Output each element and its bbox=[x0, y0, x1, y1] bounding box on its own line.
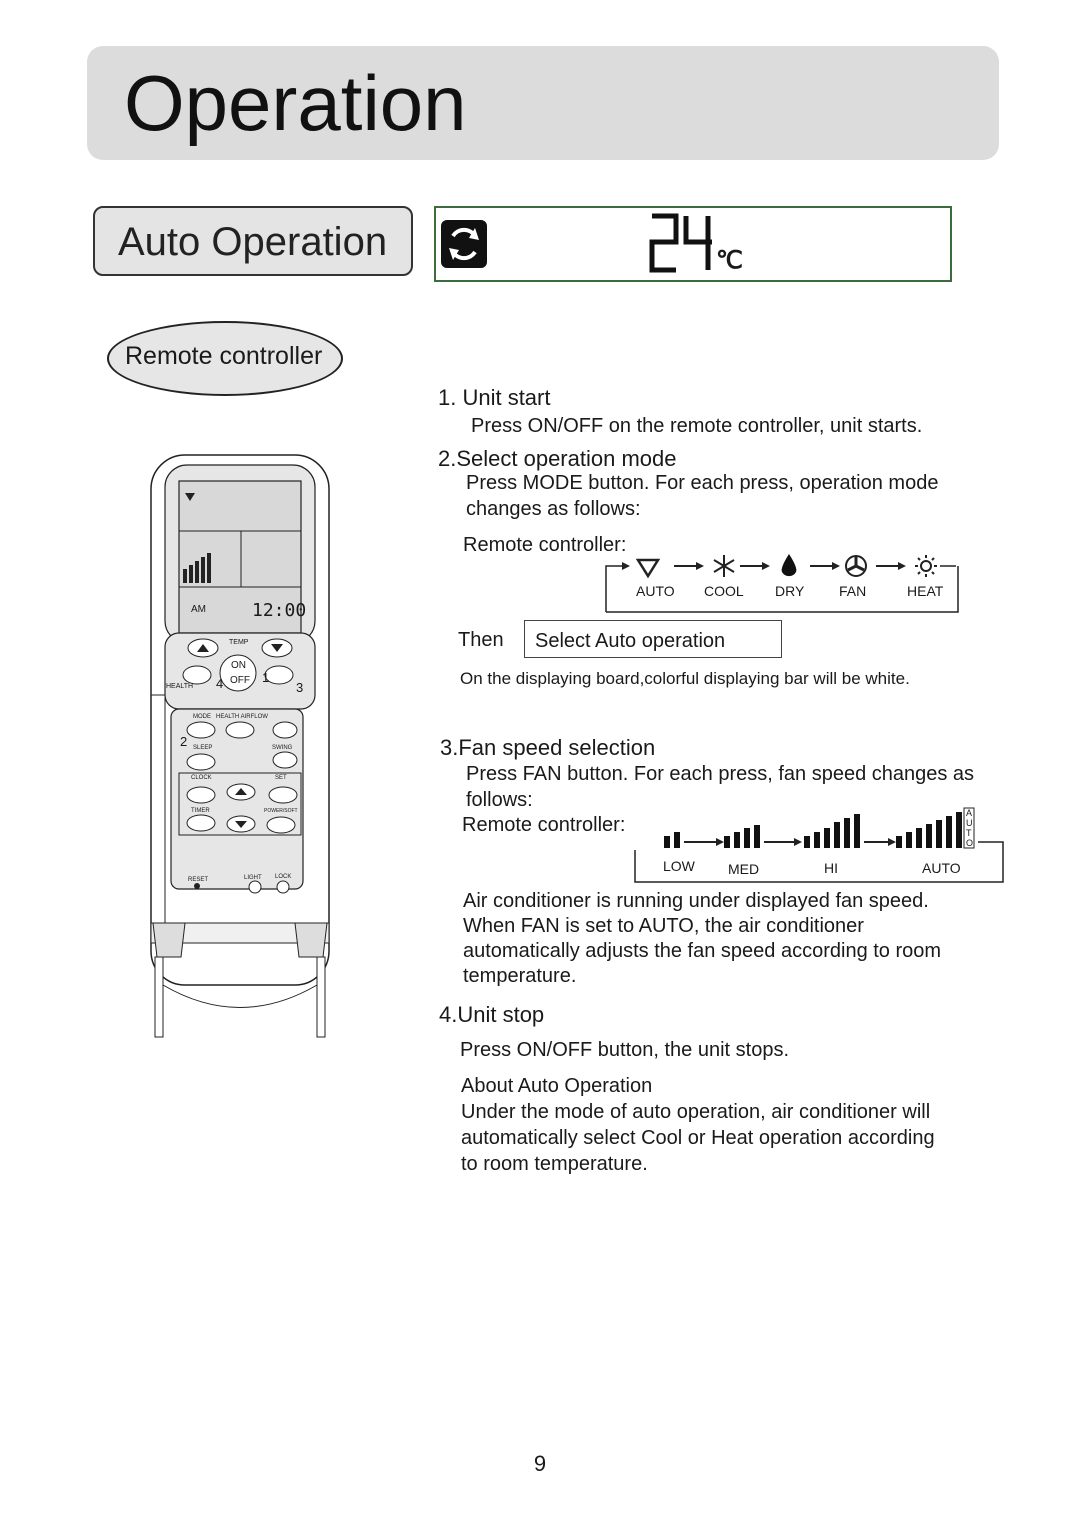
step3-text-1: Press FAN button. For each press, fan sp… bbox=[466, 763, 975, 785]
remote-controller-label: Remote controller bbox=[125, 342, 323, 370]
step3-note-4: temperature. bbox=[463, 965, 577, 987]
step3-text-2: follows: bbox=[466, 789, 533, 811]
step3-note-3: automatically adjusts the fan speed acco… bbox=[463, 940, 942, 962]
remote-controller-label-oval bbox=[107, 321, 343, 396]
step3-note-1: Air conditioner is running under display… bbox=[463, 890, 929, 912]
step3-title: 3.Fan speed selection bbox=[440, 735, 656, 760]
header-banner bbox=[87, 46, 999, 160]
then-label: Then bbox=[458, 629, 504, 651]
about-text-2: automatically select Cool or Heat operat… bbox=[461, 1127, 935, 1149]
page-title: Operation bbox=[124, 59, 467, 147]
remote-swing-label: SWING bbox=[272, 745, 293, 751]
remote-health-label: HEALTH bbox=[166, 683, 194, 690]
callout-1: 1 bbox=[262, 670, 270, 685]
step2-title: 2.Select operation mode bbox=[438, 446, 677, 471]
auto-mode-icon bbox=[441, 220, 487, 268]
remote-reset-label: RESET bbox=[188, 877, 209, 883]
mode-fan: FAN bbox=[839, 583, 867, 599]
auto-vertical-label: AUTO bbox=[966, 808, 974, 848]
fan-speed-labels: LOW MED HI AUTO bbox=[632, 858, 1007, 878]
mode-heat: HEAT bbox=[907, 583, 944, 599]
remote-lock-label: LOCK bbox=[275, 874, 292, 880]
select-auto-text: Select Auto operation bbox=[535, 630, 726, 652]
about-text-1: Under the mode of auto operation, air co… bbox=[461, 1101, 931, 1123]
speed-hi: HI bbox=[824, 860, 838, 876]
remote-mode-row: MODE HEALTH AIRFLOW bbox=[193, 714, 268, 720]
speed-auto: AUTO bbox=[922, 860, 961, 876]
step3-note-2: When FAN is set to AUTO, the air conditi… bbox=[463, 915, 864, 937]
remote-clock: 12:00 bbox=[252, 600, 307, 621]
step4-text: Press ON/OFF button, the unit stops. bbox=[460, 1039, 790, 1061]
step1-title: 1. Unit start bbox=[438, 385, 551, 410]
remote-light-label: LIGHT bbox=[244, 875, 262, 881]
mode-auto: AUTO bbox=[636, 583, 675, 599]
remote-sleep-label: SLEEP bbox=[193, 745, 213, 751]
speed-med: MED bbox=[728, 861, 760, 877]
select-auto-box bbox=[524, 620, 782, 658]
step2-remote-label: Remote controller: bbox=[463, 534, 627, 556]
remote-set-label: SET bbox=[275, 775, 287, 781]
about-title: About Auto Operation bbox=[461, 1075, 653, 1097]
step2-text-1: Press MODE button. For each press, opera… bbox=[466, 472, 939, 494]
remote-timer-label: TIMER bbox=[191, 808, 210, 814]
remote-on-label: ON bbox=[231, 660, 246, 671]
temperature-unit: ℃ bbox=[716, 247, 743, 274]
mode-labels: AUTO COOL DRY FAN HEAT bbox=[600, 583, 965, 603]
display-panel bbox=[434, 206, 952, 282]
remote-controller-illustration bbox=[145, 445, 335, 1045]
step3-remote-label: Remote controller: bbox=[462, 814, 626, 836]
mode-dry: DRY bbox=[775, 583, 805, 599]
page-number: 9 bbox=[533, 1451, 547, 1476]
remote-temp-label: TEMP bbox=[229, 639, 249, 646]
remote-power-soft-label: POWER/SOFT bbox=[264, 808, 298, 814]
then-note: On the displaying board,colorful display… bbox=[460, 669, 910, 688]
remote-am: AM bbox=[191, 604, 206, 615]
section-title: Auto Operation bbox=[118, 220, 388, 264]
about-text-3: to room temperature. bbox=[461, 1153, 648, 1175]
callout-4: 4 bbox=[216, 676, 224, 691]
step2-text-2: changes as follows: bbox=[466, 498, 641, 520]
remote-off-label: OFF bbox=[230, 675, 250, 686]
section-title-box bbox=[93, 206, 413, 276]
temperature-readout bbox=[642, 208, 752, 285]
mode-sequence-diagram bbox=[600, 550, 965, 614]
callout-3: 3 bbox=[296, 680, 304, 695]
callout-2: 2 bbox=[180, 734, 188, 749]
step1-text: Press ON/OFF on the remote controller, u… bbox=[471, 415, 923, 437]
step4-title: 4.Unit stop bbox=[439, 1002, 545, 1027]
speed-low: LOW bbox=[663, 858, 695, 874]
mode-cool: COOL bbox=[704, 583, 744, 599]
fan-speed-diagram bbox=[632, 806, 1007, 884]
remote-clock-label: CLOCK bbox=[191, 775, 212, 781]
